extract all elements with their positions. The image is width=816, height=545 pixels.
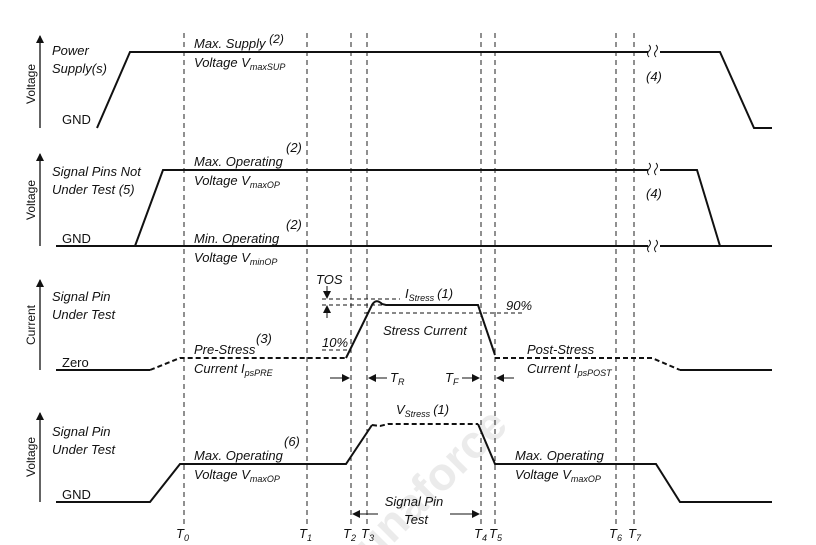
max-operating-line1: Max. Operating — [194, 448, 284, 463]
pre-stress-line2: Current IpsPRE — [194, 361, 274, 378]
gnd-label: GND — [62, 231, 91, 246]
voltage-waveform-rise — [56, 424, 373, 503]
marker-label-t0: T0 — [176, 526, 189, 543]
pre-stress-note: (3) — [256, 331, 272, 346]
y-axis-label: Voltage — [24, 64, 38, 104]
break-note: (4) — [646, 69, 662, 84]
y-axis-label: Voltage — [24, 437, 38, 477]
watermark: unaforce — [343, 398, 517, 545]
istress-label: IStress(1) — [405, 286, 453, 303]
supply-waveform-left — [96, 51, 648, 129]
supply-waveform-right — [660, 51, 772, 129]
tos-label: TOS — [316, 272, 343, 287]
break-symbol-top — [647, 162, 658, 176]
marker-label-t2: T2 — [343, 526, 356, 543]
panel-signal-pins-not-under-test: Voltage Signal Pins Not Under Test (5) G… — [24, 140, 772, 267]
max-operating-line1: Max. Operating — [194, 154, 284, 169]
zero-label: Zero — [62, 355, 89, 370]
signal-waveform-right — [660, 169, 721, 247]
max-supply-line2: Voltage VmaxSUP — [194, 55, 285, 72]
gnd-label: GND — [62, 112, 91, 127]
signal-label-line2: Under Test — [52, 442, 116, 457]
min-operating-note: (2) — [286, 217, 302, 232]
tf-label: TF — [445, 370, 459, 387]
panel-signal-pin-voltage: Voltage Signal Pin Under Test GND VStres… — [24, 402, 772, 527]
break-symbol-bottom — [647, 239, 658, 253]
panel-power-supply: Voltage Power Supply(s) GND Max. Supply … — [24, 32, 772, 129]
y-axis-label: Current — [24, 304, 38, 345]
max-operating-note: (2) — [286, 140, 302, 155]
tr-label: TR — [390, 370, 405, 387]
marker-label-t6: T6 — [609, 526, 622, 543]
pre-stress-line1: Pre-Stress — [194, 342, 256, 357]
voltage-waveform-fall — [477, 423, 772, 503]
marker-label-t3: T3 — [361, 526, 374, 543]
break-symbol — [647, 44, 658, 58]
panel-current: Current Signal Pin Under Test Zero TOS 9… — [24, 272, 772, 387]
max-operating-line2: Voltage VmaxOP — [194, 467, 280, 484]
max-operating-note: (6) — [284, 434, 300, 449]
marker-label-t4: T4 — [474, 526, 487, 543]
post-max-operating-line1: Max. Operating — [515, 448, 605, 463]
stress-current-pulse — [345, 300, 496, 359]
signal-label-line1: Signal Pin — [52, 424, 111, 439]
signal-label-line2: Supply(s) — [52, 61, 107, 76]
gnd-label: GND — [62, 487, 91, 502]
min-operating-line1: Min. Operating — [194, 231, 280, 246]
min-operating-line2: Voltage VminOP — [194, 250, 277, 267]
time-marker-labels: T0 T1 T2 T3 T4 T5 T6 T7 — [176, 526, 642, 543]
signal-label-line1: Signal Pins Not — [52, 164, 142, 179]
test-span-line2: Test — [404, 512, 429, 527]
test-span-line1: Signal Pin — [385, 494, 444, 509]
p90-label: 90% — [506, 298, 532, 313]
signal-waveform-left — [134, 169, 648, 247]
post-max-operating-line2: Voltage VmaxOP — [515, 467, 601, 484]
break-note: (4) — [646, 186, 662, 201]
y-axis-label: Voltage — [24, 180, 38, 220]
post-stress-line1: Post-Stress — [527, 342, 595, 357]
marker-label-t1: T1 — [299, 526, 312, 543]
vstress-level — [371, 423, 478, 428]
signal-label-line1: Power — [52, 43, 90, 58]
vstress-label: VStress(1) — [396, 402, 449, 419]
max-operating-line2: Voltage VmaxOP — [194, 173, 280, 190]
post-stress-line2: Current IpsPOST — [527, 361, 613, 378]
marker-label-t5: T5 — [489, 526, 503, 543]
p10-label: 10% — [322, 335, 348, 350]
signal-label-line1: Signal Pin — [52, 289, 111, 304]
signal-label-line2: Under Test — [52, 307, 116, 322]
signal-label-line2: Under Test (5) — [52, 182, 135, 197]
stress-current-label: Stress Current — [383, 323, 468, 338]
max-supply-line1: Max. Supply (2) — [194, 32, 284, 51]
pre-stress-current — [149, 357, 346, 371]
time-marker-lines — [183, 33, 635, 528]
marker-label-t7: T7 — [628, 526, 642, 543]
post-stress-current — [495, 357, 681, 371]
